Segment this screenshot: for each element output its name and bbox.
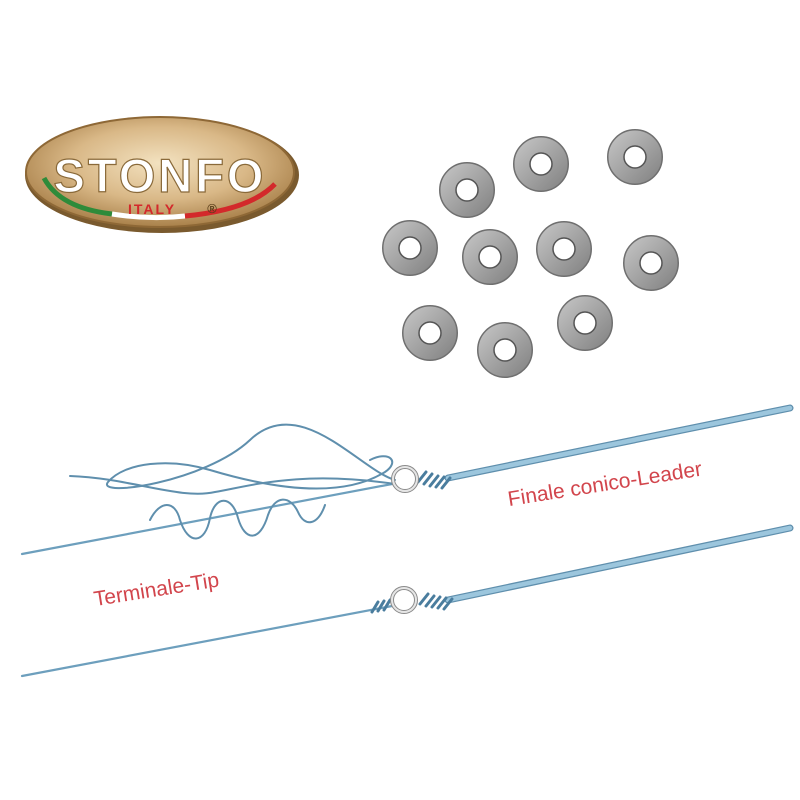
bottom-connector-ring-highlight — [391, 587, 417, 613]
knot-wraps — [149, 498, 326, 540]
ring-hole — [455, 178, 479, 202]
rubber-ring — [477, 322, 533, 378]
rubber-ring — [439, 162, 495, 218]
ring-hole — [418, 321, 442, 345]
logo-italy-text: ITALY — [128, 201, 176, 217]
ring-hole — [552, 237, 576, 261]
ring-body — [537, 222, 591, 276]
tip-line-bottom — [20, 604, 394, 678]
logo-brand-text: STONFO — [54, 149, 267, 202]
leader-line-top — [445, 405, 793, 481]
ring-hole — [639, 251, 663, 275]
rubber-ring — [402, 305, 458, 361]
top-connector-ring-highlight — [392, 466, 418, 492]
ring-body — [463, 230, 517, 284]
ring-hole — [398, 236, 422, 260]
lines-group — [20, 404, 794, 678]
logo-flag-white — [111, 211, 186, 221]
rubber-ring — [382, 220, 438, 276]
ring-body — [514, 137, 568, 191]
ring-body — [383, 221, 437, 275]
rubber-ring — [623, 235, 679, 291]
ring-hole — [623, 145, 647, 169]
logo-flag-green — [41, 176, 113, 217]
top-wraps — [416, 470, 452, 490]
knot-loop — [106, 423, 396, 490]
rings-group — [382, 129, 679, 378]
rubber-ring — [536, 221, 592, 277]
ring-body — [478, 323, 532, 377]
bottom-wraps-right — [418, 592, 454, 611]
logo-registered-mark: ® — [207, 201, 217, 216]
ring-hole — [529, 152, 553, 176]
logo-oval — [25, 116, 295, 228]
stonfo-logo: STONFO ITALY ® — [25, 116, 299, 233]
ring-body — [558, 296, 612, 350]
ring-hole — [493, 338, 517, 362]
ring-body — [624, 236, 678, 290]
rubber-ring — [462, 229, 518, 285]
logo-flag-red — [184, 182, 277, 219]
ring-body — [403, 306, 457, 360]
leader-line-bottom — [445, 525, 793, 603]
ring-body — [440, 163, 494, 217]
rubber-ring — [607, 129, 663, 185]
rubber-ring — [513, 136, 569, 192]
ring-hole — [478, 245, 502, 269]
ring-hole — [573, 311, 597, 335]
knot-tag-end — [69, 475, 396, 495]
bottom-wraps-left — [370, 598, 392, 614]
ring-body — [608, 130, 662, 184]
tip-line-top — [20, 482, 394, 556]
rubber-ring — [557, 295, 613, 351]
